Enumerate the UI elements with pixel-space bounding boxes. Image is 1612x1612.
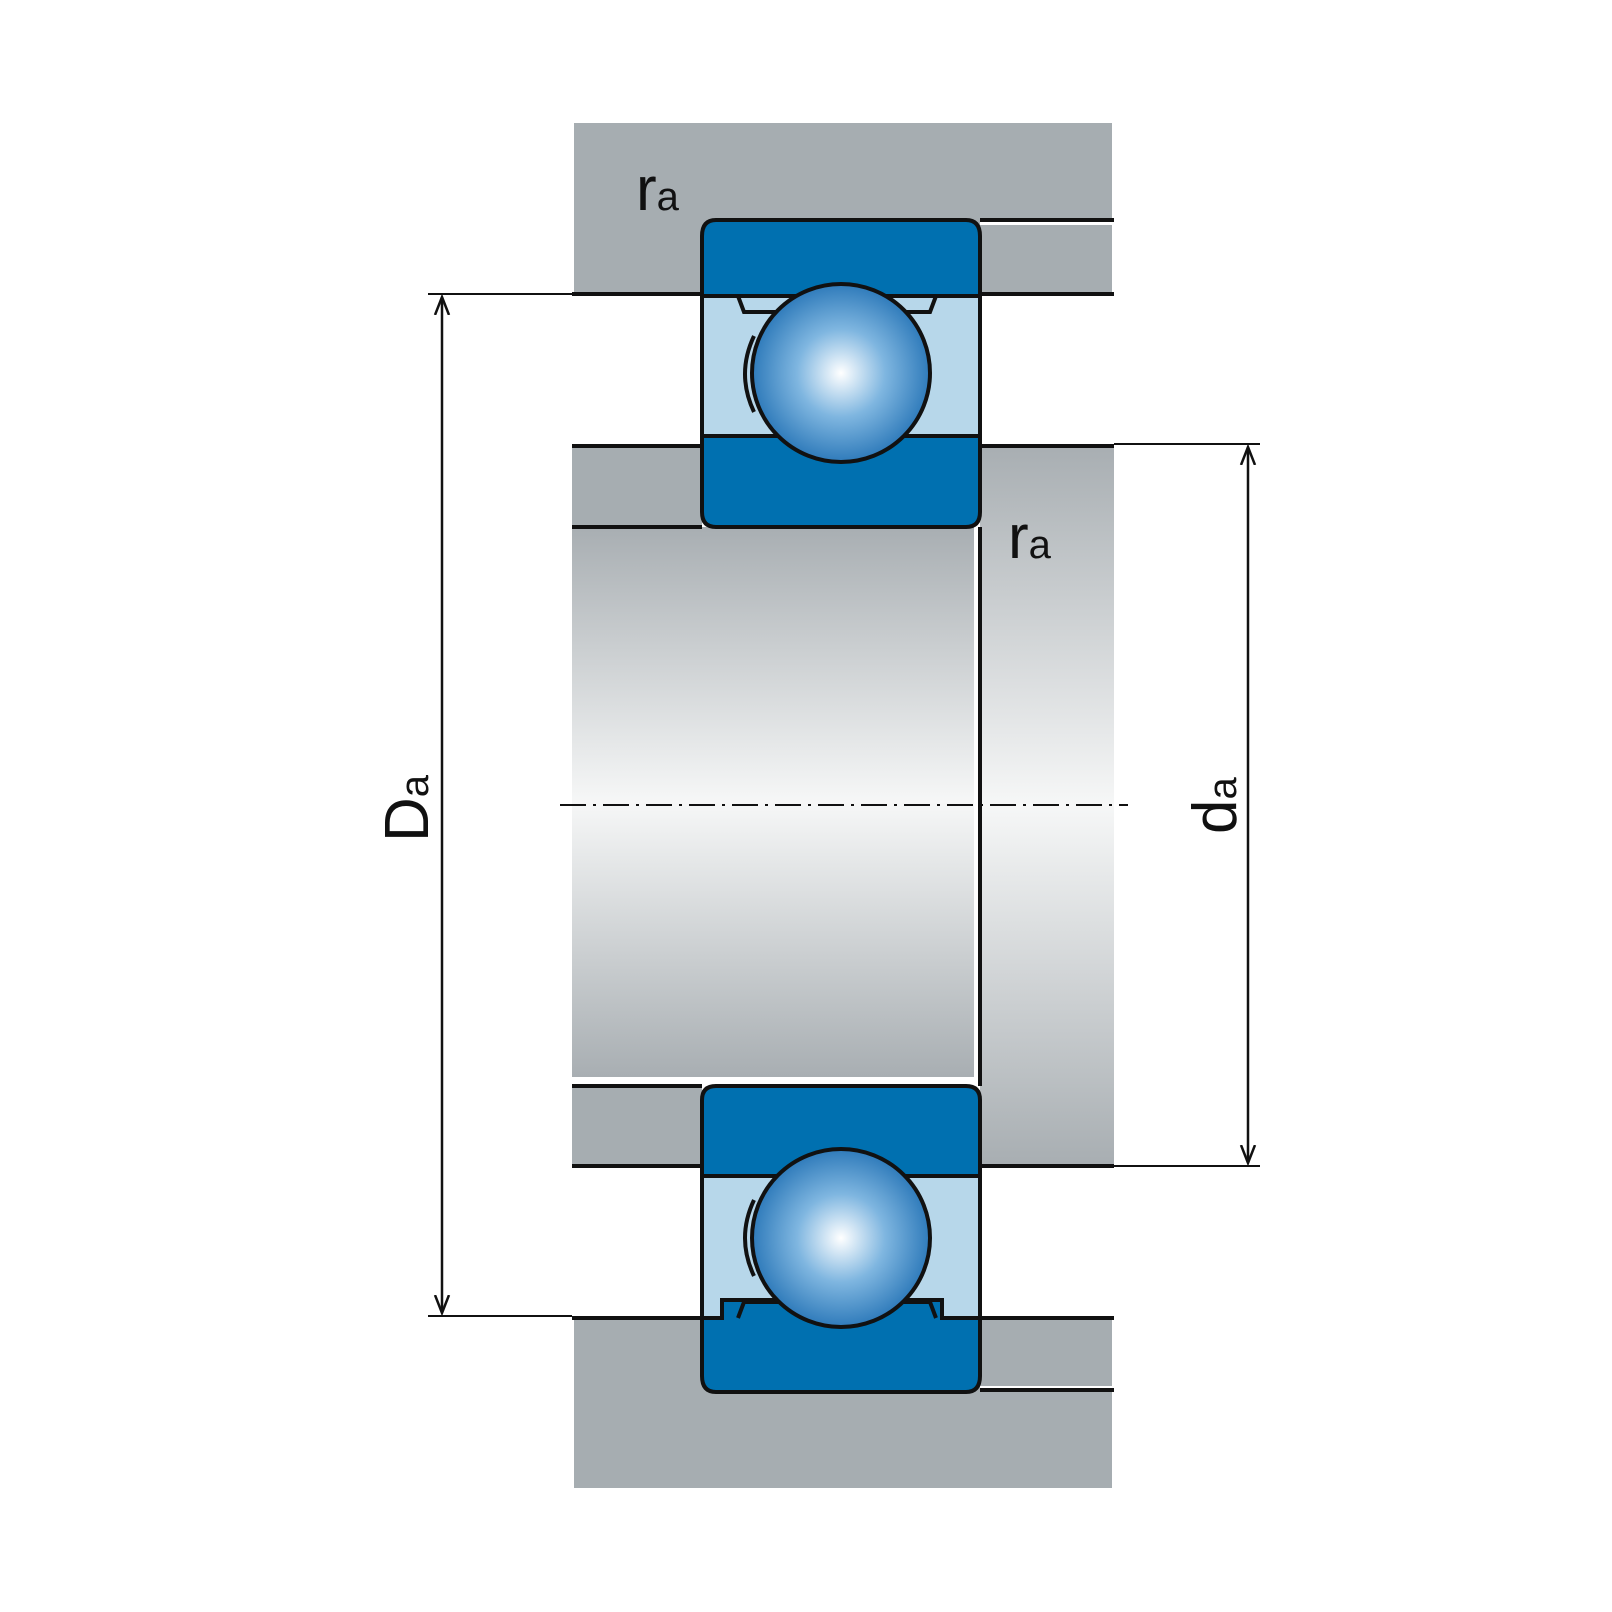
shaft-seat-bottom bbox=[572, 1086, 702, 1164]
outer-ring-bottom bbox=[700, 1298, 982, 1394]
bearing-section-top bbox=[700, 218, 982, 529]
dimension-da bbox=[1114, 443, 1260, 1167]
ball-top bbox=[750, 282, 932, 464]
label-da: da bbox=[1181, 777, 1250, 834]
label-ra-mid-sub: a bbox=[1029, 523, 1052, 567]
label-Da: Da bbox=[373, 774, 442, 842]
contour-lines bbox=[572, 218, 1114, 1392]
housing-gap-top bbox=[980, 221, 1112, 225]
shaft-body-left bbox=[572, 527, 974, 1077]
label-da-main: d bbox=[1181, 800, 1250, 834]
ball-bottom bbox=[750, 1147, 932, 1329]
label-ra-top: ra bbox=[636, 155, 680, 224]
label-da-sub: a bbox=[1201, 777, 1245, 800]
bearing-section-bottom bbox=[700, 1084, 982, 1394]
label-ra-top-sub: a bbox=[657, 175, 680, 219]
inner-ring-top bbox=[700, 434, 982, 529]
label-ra-top-main: r bbox=[636, 155, 657, 224]
label-ra-mid: ra bbox=[1008, 503, 1052, 572]
label-ra-mid-main: r bbox=[1008, 503, 1029, 572]
cage-bar-left-top bbox=[743, 335, 756, 413]
cage-bar-left-bottom bbox=[743, 1199, 756, 1277]
label-Da-main: D bbox=[373, 797, 442, 842]
dimension-Da bbox=[428, 293, 572, 1317]
shaft-seat-top bbox=[572, 446, 702, 526]
label-Da-sub: a bbox=[393, 774, 437, 797]
